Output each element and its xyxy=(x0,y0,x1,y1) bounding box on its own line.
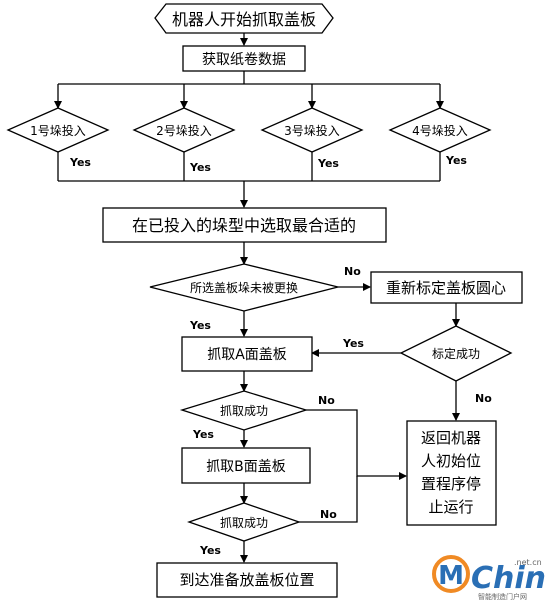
edge-check2-no-to-return xyxy=(299,476,358,523)
pit3-node xyxy=(260,107,364,153)
pit1-node xyxy=(6,107,110,153)
watermark-brand: China xyxy=(471,561,545,596)
select-best-node xyxy=(102,207,387,243)
edges xyxy=(54,33,460,563)
reach-position-node xyxy=(156,562,338,598)
pit4-yes-label: Yes xyxy=(445,154,467,167)
return-home-line-3: 置程序停 xyxy=(421,475,481,493)
reach-position-label: 到达准备放盖板位置 xyxy=(179,571,314,589)
pit4-node xyxy=(388,107,492,153)
grab-a-label: 抓取A面盖板 xyxy=(207,347,287,363)
return-home-line-4: 止运行 xyxy=(428,498,473,516)
grab1-yes-label: Yes xyxy=(192,428,214,441)
grab-success-1-node xyxy=(179,390,309,431)
not-replaced-node xyxy=(149,263,339,312)
pit2-yes-label: Yes xyxy=(189,161,211,174)
recalibrate-node xyxy=(370,271,523,304)
node-labels: 机器人开始抓取盖板 获取纸卷数据 1号垛投入 2号垛投入 3号垛投入 4号垛投入… xyxy=(30,10,506,589)
get-data-node xyxy=(182,45,306,72)
return-home-node xyxy=(406,420,497,526)
grab-b-label: 抓取B面盖板 xyxy=(206,459,286,475)
pit3-label: 3号垛投入 xyxy=(284,123,340,138)
calib-yes-label: Yes xyxy=(342,337,364,350)
calib-success-label: 标定成功 xyxy=(432,346,480,361)
pit1-label: 1号垛投入 xyxy=(30,123,86,138)
not-replaced-label: 所选盖板垛未被更换 xyxy=(190,280,298,295)
get-data-label: 获取纸卷数据 xyxy=(202,52,286,68)
calib-no-label: No xyxy=(475,392,492,405)
pit4-label: 4号垛投入 xyxy=(412,123,468,138)
return-home-line-2: 人初始位 xyxy=(421,452,481,470)
logo-ring-icon xyxy=(432,555,470,593)
grab-b-node xyxy=(181,447,311,484)
edge-check1-no-to-return xyxy=(306,409,407,480)
grab2-no-label: No xyxy=(320,508,337,521)
select-best-label: 在已投入的垛型中选取最合适的 xyxy=(132,216,356,235)
return-home-line-1: 返回机器 xyxy=(421,429,481,447)
nodes xyxy=(6,3,523,598)
grab-success-2-node xyxy=(187,502,301,542)
pit2-node xyxy=(132,107,236,153)
logo-letter: M xyxy=(438,561,464,591)
grab-a-node xyxy=(181,336,313,372)
grab2-yes-label: Yes xyxy=(199,544,221,557)
edge-labels: Yes Yes Yes Yes No Yes Yes No No Yes No … xyxy=(69,154,492,557)
grab1-no-label: No xyxy=(318,394,335,407)
grab-success-1-label: 抓取成功 xyxy=(220,404,268,418)
not-replaced-yes-label: Yes xyxy=(189,319,211,332)
start-node xyxy=(154,3,334,34)
watermark-tagline: 智能制造门户网 xyxy=(478,592,527,601)
pit2-label: 2号垛投入 xyxy=(156,123,212,138)
watermark-domain: .net.cn xyxy=(514,558,542,567)
pit3-yes-label: Yes xyxy=(317,157,339,170)
pit1-yes-label: Yes xyxy=(69,156,91,169)
calib-success-node xyxy=(399,325,513,382)
grab-success-2-label: 抓取成功 xyxy=(220,516,268,530)
recalibrate-label: 重新标定盖板圆心 xyxy=(386,279,506,297)
start-label: 机器人开始抓取盖板 xyxy=(172,10,316,29)
not-replaced-no-label: No xyxy=(344,265,361,278)
watermark-logo: M China .net.cn 智能制造门户网 xyxy=(432,555,545,601)
